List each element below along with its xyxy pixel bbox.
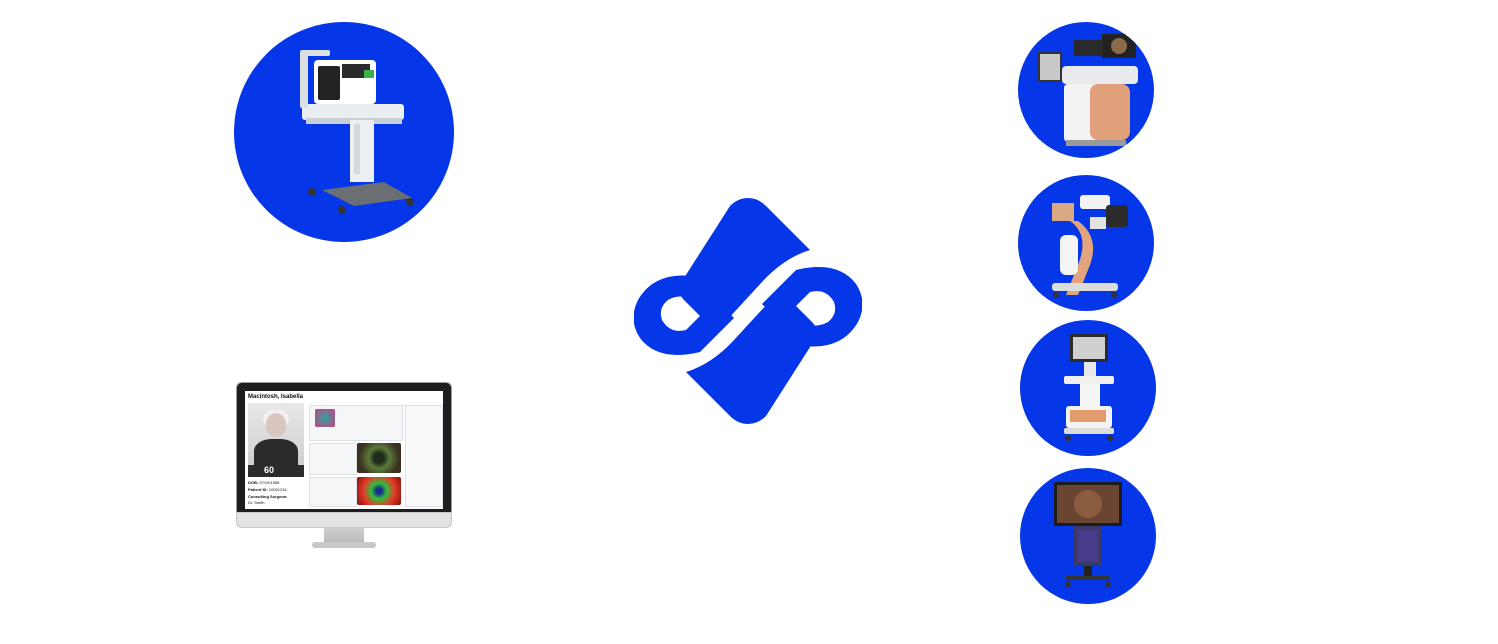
microscope-icon (1052, 195, 1128, 298)
phaco-console-icon (1064, 334, 1114, 441)
monitor-foot (312, 542, 376, 548)
patient-photo (248, 403, 304, 465)
display-cart-icon (1054, 482, 1122, 587)
dashboard-panel (309, 443, 357, 475)
monitor-chin (236, 512, 452, 528)
microscope-circle (1018, 175, 1154, 311)
eye-image (357, 443, 401, 473)
laser-system-circle (1018, 22, 1154, 158)
patient-record-monitor: Macintosh, Isabella 60 DOB: 07/19/1958 P… (236, 382, 452, 550)
surgeon-label: Consulting Surgeon: (248, 494, 288, 499)
monitor-frame: Macintosh, Isabella 60 DOB: 07/19/1958 P… (236, 382, 452, 526)
phaco-console-circle (1020, 320, 1156, 456)
patient-id-line: Patient ID: 10001234 (248, 487, 287, 492)
patient-name: Macintosh, Isabella (248, 394, 304, 400)
dashboard-panel (309, 477, 357, 507)
diagnostic-device-icon (300, 50, 414, 214)
patient-age: 60 (264, 465, 275, 475)
monitor-screen: Macintosh, Isabella 60 DOB: 07/19/1958 P… (245, 391, 443, 509)
side-panel (405, 405, 443, 507)
monitor-stand (324, 528, 364, 544)
dob-line: DOB: 07/19/1958 (248, 480, 280, 485)
chart-thumbnail (315, 409, 335, 427)
topography-map (357, 477, 401, 505)
age-bar: 60 (248, 465, 304, 477)
display-cart-circle (1020, 468, 1156, 604)
diagnostic-device-circle (234, 22, 454, 242)
brand-logo-icon (634, 198, 862, 424)
laser-system-icon (1038, 34, 1138, 146)
surgeon-value: Dr. Smith (248, 500, 265, 505)
